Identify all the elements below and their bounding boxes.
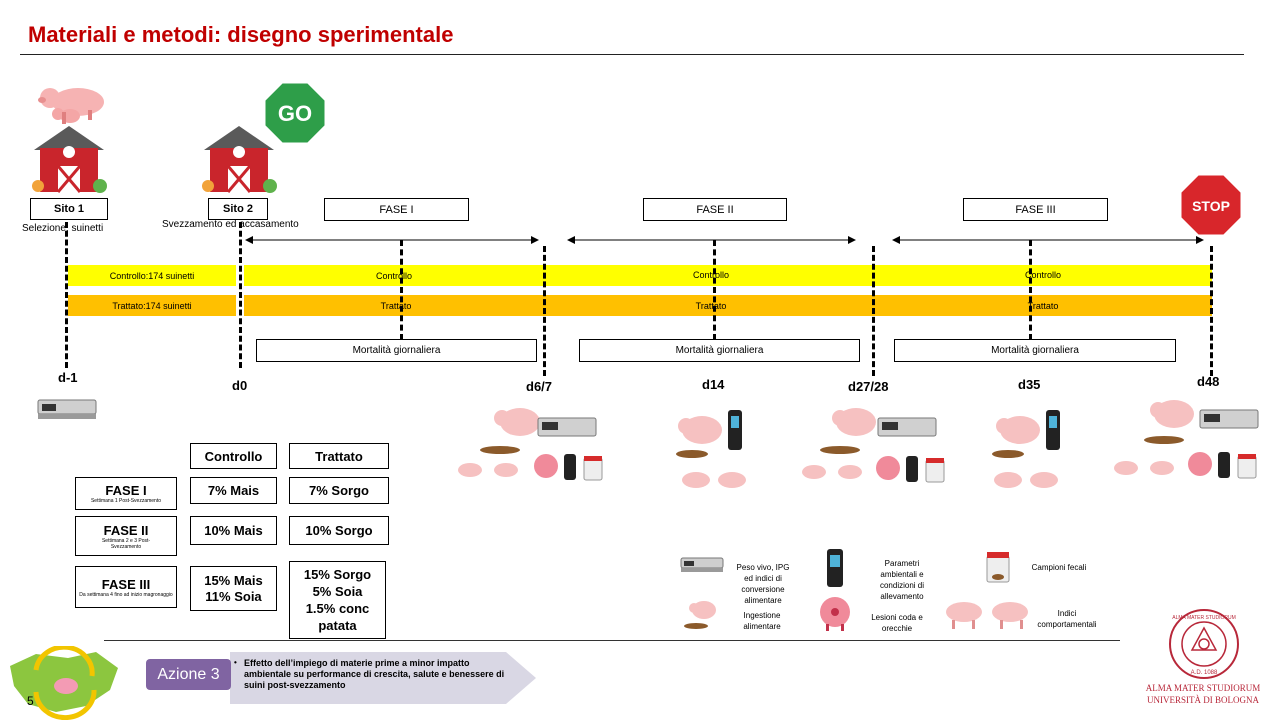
table-header-trattato: Trattato	[289, 443, 389, 469]
seal-text: ALMA MATER STUDIORUM	[1172, 615, 1236, 621]
region-map-logo	[10, 646, 118, 720]
row-phase-label: FASE II	[103, 522, 149, 538]
table-row-phase-2: FASE II Settimana 2 e 3 Post-Svezzamento	[75, 516, 177, 556]
mid-line-3	[1029, 240, 1032, 340]
sito1-box: Sito 1	[30, 198, 108, 220]
trattato-band-left: Trattato:174 suinetti	[68, 295, 236, 316]
legend-campioni: Campioni fecali	[1031, 563, 1087, 572]
lesion-legend-icon	[820, 597, 850, 631]
timeline-line-d-1	[65, 222, 68, 368]
day-label-d35: d35	[1018, 377, 1041, 392]
footer-divider	[104, 640, 1120, 641]
legend-lesioni: Lesioni coda e orecchie	[871, 613, 923, 633]
seal-year: A.D. 1088	[1191, 670, 1218, 676]
measure-group-d27	[802, 408, 945, 483]
go-label: GO	[278, 101, 312, 126]
legend-ingestione: Ingestione alimentare	[743, 611, 781, 631]
behaviour-legend-icon	[946, 602, 1028, 629]
title-divider	[20, 54, 1244, 55]
day-label-d0: d0	[232, 378, 248, 393]
legend-peso: Peso vivo, IPG ed indici di conversione …	[736, 563, 790, 605]
mortality-box-1: Mortalità giornaliera	[256, 339, 537, 362]
go-sign-icon: GO	[262, 80, 328, 146]
sensor-legend-icon	[827, 549, 843, 587]
azione-text: Effetto dell’impiego di materie prime a …	[244, 658, 505, 690]
measure-group-d14	[676, 410, 746, 488]
row-phase-sub: Settimana 2 e 3 Post-Svezzamento	[101, 537, 151, 550]
page-title: Materiali e metodi: disegno sperimentale	[28, 22, 454, 47]
table-cell-trattato-3: 15% Sorgo 5% Soia 1.5% conc patata	[289, 561, 386, 639]
day-label-d14: d14	[702, 377, 725, 392]
controllo-label-2: Controllo	[692, 269, 730, 280]
controllo-band	[244, 265, 1212, 286]
university-name-2: UNIVERSITÀ DI BOLOGNA	[1147, 695, 1259, 705]
barn-icon-sito1	[32, 126, 107, 193]
trattato-band	[244, 295, 1212, 316]
measure-group-d48	[1114, 400, 1259, 479]
timeline-line-d6	[543, 246, 546, 376]
phase-box-3: FASE III	[963, 198, 1108, 221]
fecal-sample-legend-icon	[986, 552, 1010, 583]
controllo-label-3: Controllo	[1024, 269, 1062, 280]
table-cell-controllo-2: 10% Mais	[190, 516, 277, 545]
university-name-1: ALMA MATER STUDIORUM	[1145, 683, 1261, 693]
legend-parametri: Parametri ambientali e condizioni di all…	[879, 559, 925, 601]
legend-indici: Indici comportamentali	[1037, 609, 1097, 629]
azione-badge: Azione 3	[146, 659, 231, 690]
mortality-box-2: Mortalità giornaliera	[579, 339, 860, 362]
sito2-box: Sito 2	[208, 198, 268, 220]
day-label-d48: d48	[1197, 374, 1220, 389]
mid-line-2	[713, 240, 716, 340]
day-label-d6: d6/7	[526, 379, 553, 394]
row-phase-sub: Da settimana 4 fino ad inizio magronaggi…	[79, 591, 173, 598]
measure-group-d35	[992, 410, 1060, 488]
scale-legend-icon	[680, 557, 724, 572]
azione-bullet: •	[234, 658, 237, 667]
table-cell-controllo-1: 7% Mais	[190, 477, 277, 504]
controllo-band-left: Controllo:174 suinetti	[68, 265, 236, 286]
phase-box-2: FASE II	[643, 198, 787, 221]
azione-arrow-bg	[230, 652, 536, 704]
phase-box-1: FASE I	[324, 198, 469, 221]
table-row-phase-1: FASE I Settimana 1 Post-Svezzamento	[75, 477, 177, 510]
day-label-d-1: d-1	[58, 370, 78, 385]
row-phase-label: FASE I	[105, 483, 147, 498]
barn-icon-sito2	[202, 126, 277, 193]
row-phase-label: FASE III	[101, 576, 151, 592]
timeline-line-d27	[872, 246, 875, 376]
table-cell-trattato-1: 7% Sorgo	[289, 477, 389, 504]
university-seal-logo: A.D. 1088 ALMA MATER STUDIORUM	[1169, 609, 1239, 679]
stop-label: STOP	[1192, 198, 1230, 214]
trattato-label-1: Trattato	[380, 300, 412, 311]
measure-group-d6	[458, 408, 603, 481]
table-cell-trattato-2: 10% Sorgo	[289, 516, 389, 545]
trattato-label-2: Trattato	[695, 300, 727, 311]
table-cell-controllo-3: 15% Mais 11% Soia	[190, 566, 277, 611]
sito2-caption: Svezzamento ed accasamento	[162, 219, 299, 230]
stop-sign-icon: STOP	[1178, 172, 1244, 238]
trattato-label-3: Trattato	[1027, 300, 1059, 311]
page-number: 5	[27, 694, 34, 708]
feeding-legend-icon	[684, 601, 716, 629]
timeline-line-d0	[239, 222, 242, 368]
timeline-line-d48	[1210, 246, 1213, 376]
phase-arrows	[245, 236, 1204, 244]
mortality-box-3: Mortalità giornaliera	[894, 339, 1176, 362]
table-header-controllo: Controllo	[190, 443, 277, 469]
mid-line-1	[400, 240, 403, 340]
scale-icon	[37, 399, 97, 419]
row-phase-sub: Settimana 1 Post-Svezzamento	[90, 498, 162, 504]
sito1-caption: Selezione: suinetti	[22, 223, 104, 234]
controllo-label-1: Controllo	[375, 270, 413, 281]
day-label-d27: d27/28	[848, 379, 889, 394]
pigs-icon	[38, 88, 104, 124]
table-row-phase-3: FASE III Da settimana 4 fino ad inizio m…	[75, 566, 177, 608]
